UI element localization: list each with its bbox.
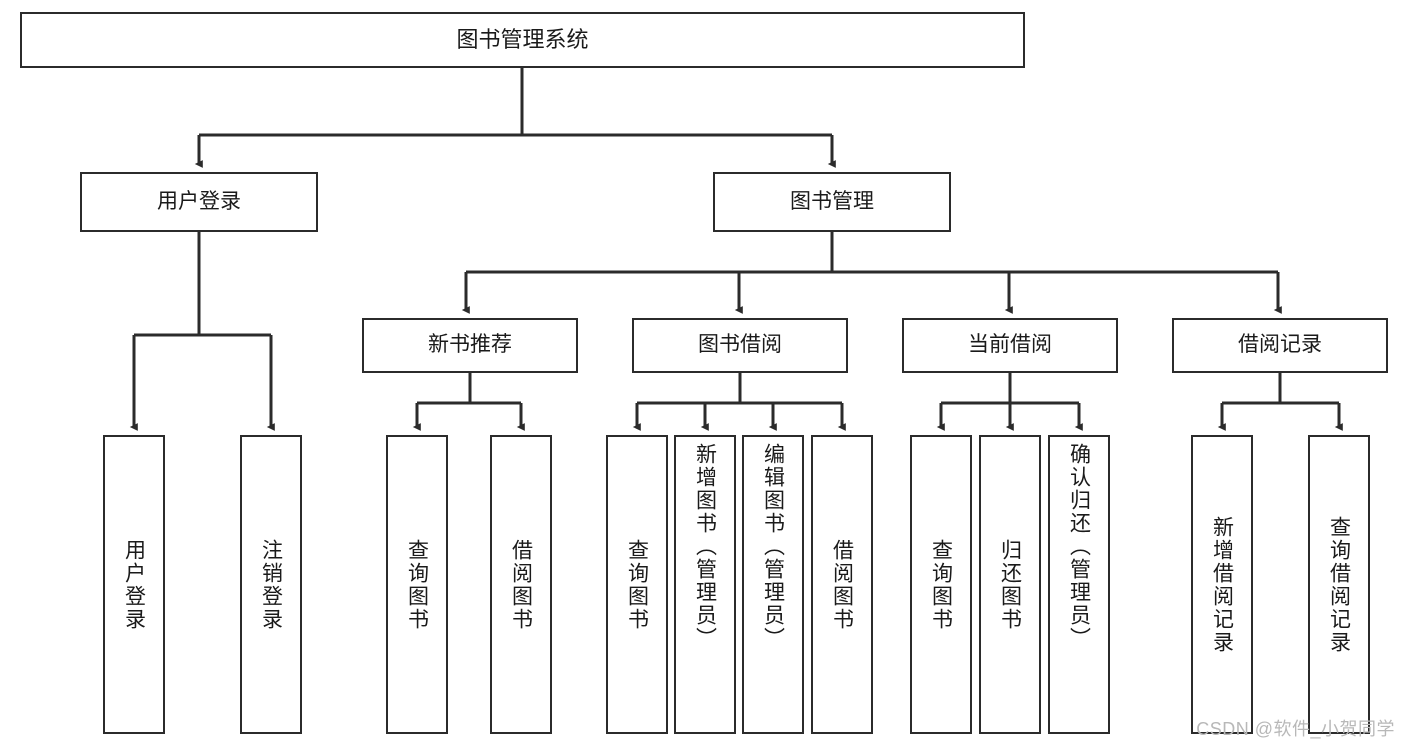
node-label: 图书管理 bbox=[790, 189, 874, 213]
node-label: 图书借阅 bbox=[698, 333, 782, 357]
node-label: 用户登录 bbox=[157, 189, 241, 213]
node-label: 当前借阅 bbox=[968, 333, 1052, 357]
node-label: 借阅记录 bbox=[1238, 333, 1322, 357]
node-label: 用户登录 bbox=[122, 538, 146, 631]
node-label: 新书推荐 bbox=[428, 333, 512, 357]
node-label: 新增借阅记录 bbox=[1210, 515, 1234, 654]
leaf-borrow-record-add-record[interactable]: 新增借阅记录 bbox=[1191, 435, 1253, 734]
node-label: 借阅图书 bbox=[509, 538, 533, 631]
node-new-book-recommend[interactable]: 新书推荐 bbox=[362, 318, 578, 373]
node-label: 查询借阅记录 bbox=[1327, 515, 1351, 654]
node-current-borrow[interactable]: 当前借阅 bbox=[902, 318, 1118, 373]
node-label: 查询图书 bbox=[625, 538, 649, 631]
leaf-current-borrow-query-book[interactable]: 查询图书 bbox=[910, 435, 972, 734]
node-label: 借阅图书 bbox=[830, 538, 854, 631]
leaf-book-borrow-query-book[interactable]: 查询图书 bbox=[606, 435, 668, 734]
node-label: 归还图书 bbox=[998, 538, 1022, 631]
node-user-login[interactable]: 用户登录 bbox=[80, 172, 318, 232]
node-label: 查询图书 bbox=[929, 538, 953, 631]
leaf-borrow-record-query-record[interactable]: 查询借阅记录 bbox=[1308, 435, 1370, 734]
node-root-book-management-system[interactable]: 图书管理系统 bbox=[20, 12, 1025, 68]
node-label: 新增图书（管理员） bbox=[693, 443, 717, 650]
leaf-book-borrow-borrow-book[interactable]: 借阅图书 bbox=[811, 435, 873, 734]
leaf-user-login-logout[interactable]: 注销登录 bbox=[240, 435, 302, 734]
node-book-borrow[interactable]: 图书借阅 bbox=[632, 318, 848, 373]
leaf-book-borrow-add-book-admin[interactable]: 新增图书（管理员） bbox=[674, 435, 736, 734]
leaf-current-borrow-confirm-return-admin[interactable]: 确认归还（管理员） bbox=[1048, 435, 1110, 734]
leaf-new-book-borrow-book[interactable]: 借阅图书 bbox=[490, 435, 552, 734]
csdn-watermark: CSDN @软件_小贺同学 bbox=[1196, 719, 1395, 739]
node-label: 图书管理系统 bbox=[456, 27, 589, 53]
node-label: 确认归还（管理员） bbox=[1067, 443, 1091, 650]
node-label: 注销登录 bbox=[259, 538, 283, 631]
node-book-management[interactable]: 图书管理 bbox=[713, 172, 951, 232]
leaf-current-borrow-return-book[interactable]: 归还图书 bbox=[979, 435, 1041, 734]
node-label: 编辑图书（管理员） bbox=[761, 443, 785, 650]
leaf-book-borrow-edit-book-admin[interactable]: 编辑图书（管理员） bbox=[742, 435, 804, 734]
leaf-user-login-login[interactable]: 用户登录 bbox=[103, 435, 165, 734]
node-borrow-record[interactable]: 借阅记录 bbox=[1172, 318, 1388, 373]
leaf-new-book-query-book[interactable]: 查询图书 bbox=[386, 435, 448, 734]
node-label: 查询图书 bbox=[405, 538, 429, 631]
